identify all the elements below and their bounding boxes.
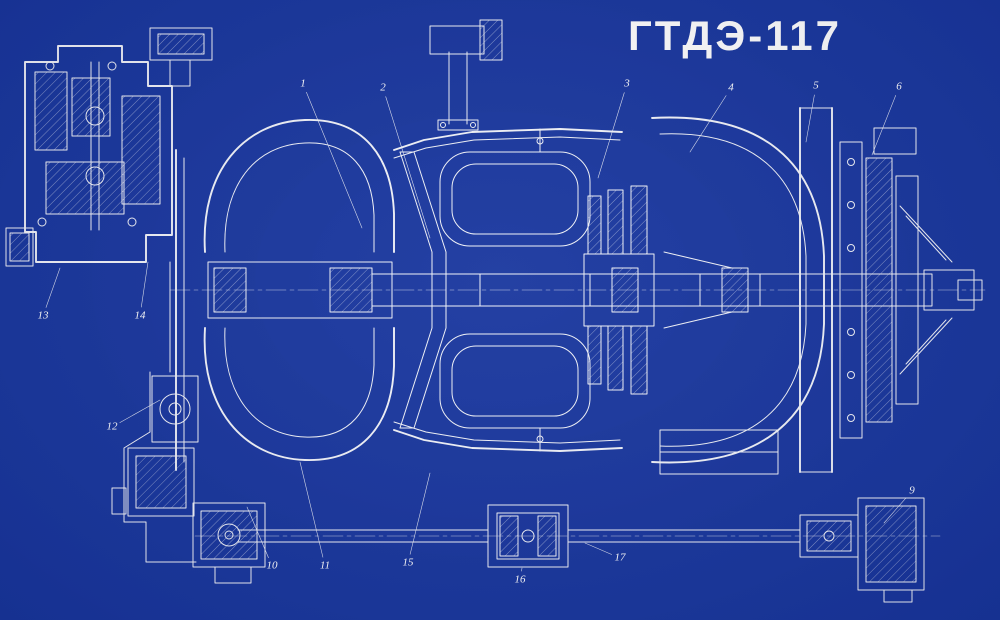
drawing-title: ГТДЭ-117 (628, 12, 842, 59)
leader-lines (45, 92, 907, 572)
